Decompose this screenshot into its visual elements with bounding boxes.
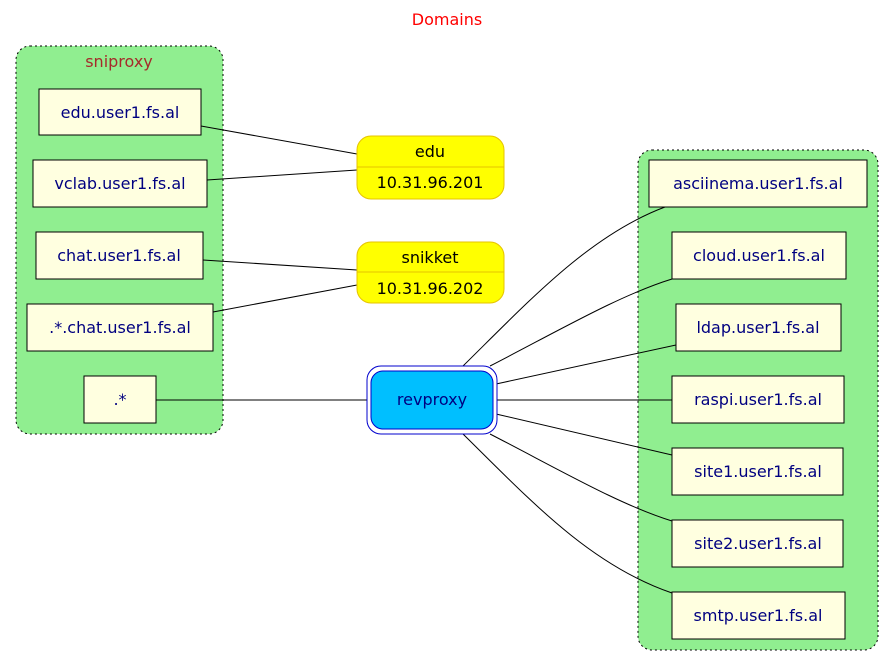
rev-domain-node-ldap: ldap.user1.fs.al xyxy=(675,303,842,352)
edge-edu-to-edu-server xyxy=(200,125,358,155)
sni-domain-label: .*.chat.user1.fs.al xyxy=(49,318,191,337)
sni-domain-label: edu.user1.fs.al xyxy=(61,103,180,122)
rev-domain-node-asciinema: asciinema.user1.fs.al xyxy=(648,159,868,208)
edge-chat-to-snikket-server xyxy=(202,259,358,271)
rev-domain-node-raspi: raspi.user1.fs.al xyxy=(671,375,845,424)
edge-vclab-to-edu-server xyxy=(206,169,358,181)
sni-domain-label: vclab.user1.fs.al xyxy=(54,174,185,193)
edge-revproxy-to-site2 xyxy=(489,433,673,522)
rev-domain-node-cloud: cloud.user1.fs.al xyxy=(671,231,847,280)
rev-domain-label: asciinema.user1.fs.al xyxy=(673,174,843,193)
edge-revproxy-to-site1 xyxy=(495,413,673,456)
diagram-title: Domains xyxy=(412,10,482,29)
edge-revproxy-to-asciinema xyxy=(462,206,666,367)
rev-domain-label: ldap.user1.fs.al xyxy=(696,318,819,337)
sni-domain-node-wildcard: .* xyxy=(83,375,157,424)
edge-wildchat-to-snikket-server xyxy=(212,284,358,313)
edge-revproxy-to-smtp xyxy=(462,433,673,594)
sni-domain-node-chat: chat.user1.fs.al xyxy=(35,231,204,280)
sniproxy-cluster-label: sniproxy xyxy=(85,52,153,71)
server-node-edu: edu 10.31.96.201 xyxy=(356,135,505,200)
rev-domain-label: smtp.user1.fs.al xyxy=(694,606,823,625)
edge-revproxy-to-ldap xyxy=(495,344,677,385)
sni-domain-node-vclab: vclab.user1.fs.al xyxy=(32,159,208,208)
server-ip: 10.31.96.202 xyxy=(377,279,484,298)
rev-domain-label: cloud.user1.fs.al xyxy=(693,246,825,265)
edges xyxy=(156,125,677,594)
server-node-snikket: snikket 10.31.96.202 xyxy=(356,241,505,304)
revproxy-label: revproxy xyxy=(397,390,467,409)
revproxy-node: revproxy xyxy=(366,365,498,435)
rev-domain-label: site1.user1.fs.al xyxy=(694,462,822,481)
server-name: snikket xyxy=(402,248,459,267)
edge-revproxy-to-cloud xyxy=(489,278,673,367)
sni-domain-node-edu: edu.user1.fs.al xyxy=(38,88,202,136)
rev-domain-node-site2: site2.user1.fs.al xyxy=(671,519,844,568)
server-ip: 10.31.96.201 xyxy=(377,173,484,192)
rev-domain-node-smtp: smtp.user1.fs.al xyxy=(671,591,846,640)
sni-domain-label: .* xyxy=(113,390,126,409)
rev-domain-label: site2.user1.fs.al xyxy=(694,534,822,553)
rev-domain-node-site1: site1.user1.fs.al xyxy=(671,447,844,496)
sni-domain-label: chat.user1.fs.al xyxy=(57,246,181,265)
sni-domain-node-wildchat: .*.chat.user1.fs.al xyxy=(26,303,214,352)
server-name: edu xyxy=(415,142,445,161)
rev-domain-label: raspi.user1.fs.al xyxy=(694,390,822,409)
